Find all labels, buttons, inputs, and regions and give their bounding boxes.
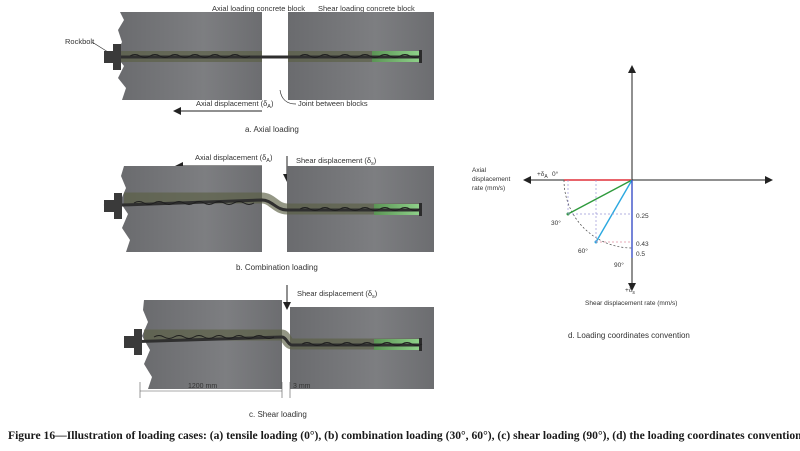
panel-b-rockbolt-bar (103, 198, 420, 212)
panel-b-nut (104, 200, 114, 212)
tick-0-5: 0.5 (636, 251, 645, 258)
panel-c-caption: c. Shear loading (249, 410, 307, 419)
axial-rate-axis-label: Axial displacement rate (mm/s) (472, 167, 512, 192)
panel-c-nut (124, 336, 134, 348)
panel-b-axial-displacement-label: Axial displacement (δA) (195, 153, 273, 164)
shear-block-label: Shear loading concrete block (318, 4, 415, 13)
shear-rate-symbol: +δs (625, 287, 635, 296)
panel-c-shear-displacement-label: Shear displacement (δs) (297, 289, 378, 300)
panel-d-coordinates: +δA Axial displacement rate (mm/s) 0° 30… (472, 65, 773, 340)
sixty-degree-vector (595, 179, 633, 243)
rockbolt-label: Rockbolt (65, 37, 95, 46)
angle-60-label: 60° (578, 247, 588, 255)
panel-b-shear-displacement-label: Shear displacement (δs) (296, 156, 377, 167)
panel-b-bearing-plate (114, 193, 122, 219)
joint-label: Joint between blocks (298, 99, 368, 108)
panel-d-caption: d. Loading coordinates convention (568, 331, 690, 340)
thirty-degree-vector (567, 179, 633, 215)
rockbolt-nut (104, 51, 113, 63)
axial-displacement-label: Axial displacement (δA) (196, 99, 274, 110)
dimension-1200mm-label: 1200 mm (188, 383, 217, 390)
tick-0-43: 0.43 (636, 241, 649, 248)
panel-c-rockbolt-bar (123, 335, 420, 347)
axial-block-label: Axial loading concrete block (212, 4, 305, 13)
panel-b-combination-loading: Axial displacement (δA) Shear displaceme… (103, 153, 434, 272)
panel-a-axial-loading: Axial loading concrete block Shear loadi… (65, 4, 434, 134)
axial-rate-symbol: +δA (537, 171, 548, 180)
angle-arc (563, 179, 633, 249)
angle-0-label: 0° (552, 170, 559, 178)
panel-a-caption: a. Axial loading (245, 125, 299, 134)
dimension-3mm-label: 3 mm (293, 383, 311, 390)
bearing-plate (113, 44, 121, 70)
shear-rate-axis-label: Shear displacement rate (mm/s) (585, 300, 677, 307)
panel-c-shear-loading: Shear displacement (δs) 1200 mm 3 mm c. … (123, 285, 434, 419)
panel-c-fixed-block (142, 300, 282, 389)
panel-b-axial-block (120, 166, 262, 252)
tick-0-25: 0.25 (636, 213, 649, 220)
figure-caption: Figure 16—Illustration of loading cases:… (8, 429, 800, 442)
angle-90-label: 90° (614, 261, 624, 269)
angle-30-label: 30° (551, 219, 561, 227)
panel-c-bearing-plate (134, 329, 142, 355)
panel-b-caption: b. Combination loading (236, 263, 318, 272)
